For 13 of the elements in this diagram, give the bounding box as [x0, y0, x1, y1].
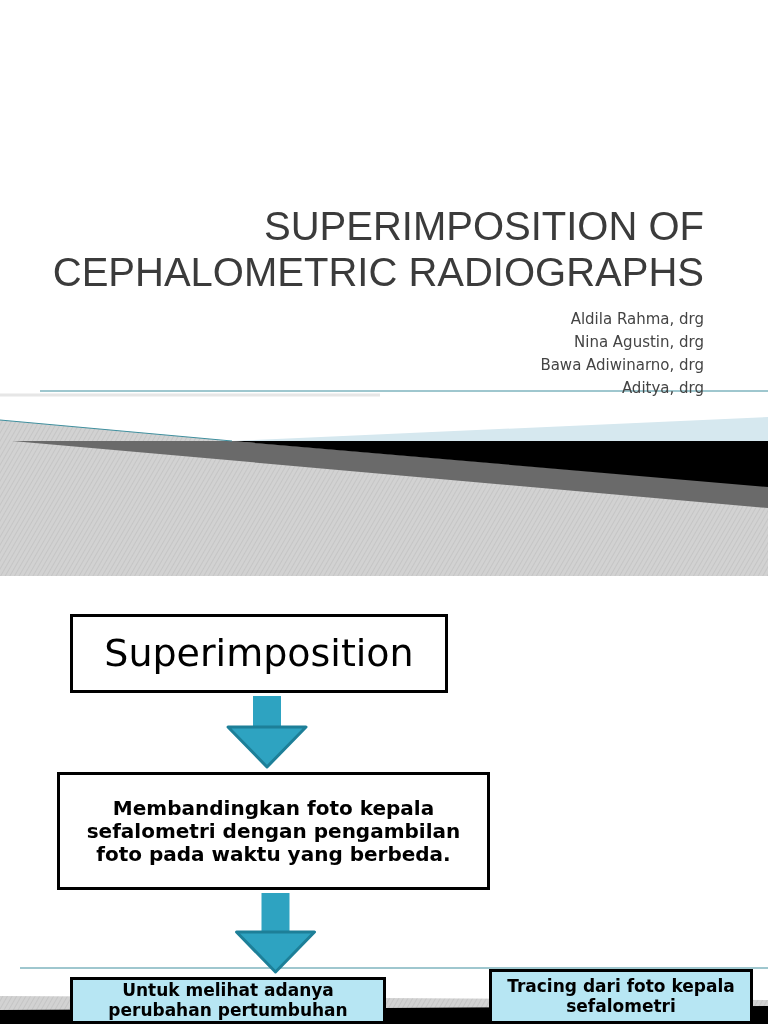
author-name: Aditya, drg	[621, 379, 704, 397]
process-box	[57, 772, 490, 890]
author-name: Bawa Adiwinarno, drg	[540, 356, 704, 374]
author-name: Aldila Rahma, drg	[570, 310, 704, 328]
slide-title: SUPERIMPOSITION OF CEPHALOMETRIC RADIOGRAPHS	[51, 203, 704, 295]
node-text: Tracing dari foto kepala sefalometri	[506, 976, 736, 1017]
node-text: Superimposition	[104, 631, 414, 676]
node-text: Membandingkan foto kepala sefalometri dengan pengambilan foto pada waktu yang berbeda.	[85, 796, 462, 866]
author-name: Nina Agustin, drg	[574, 333, 704, 351]
process-box	[489, 969, 753, 1024]
title-box	[70, 614, 448, 693]
node-text: Untuk melihat adanya perubahan pertumbuhan	[107, 980, 349, 1021]
process-box	[70, 977, 386, 1024]
